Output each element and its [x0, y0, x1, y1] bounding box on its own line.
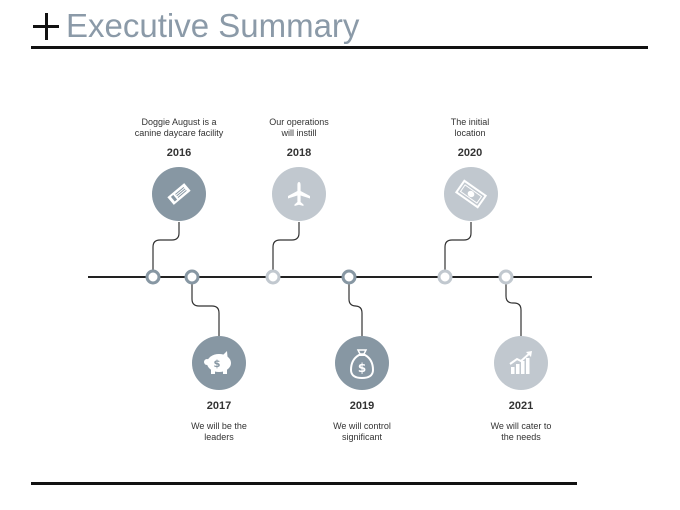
- milestone-circle-2016: [152, 167, 206, 221]
- year-2017: 2017: [206, 400, 232, 412]
- connector-2016: [152, 222, 180, 270]
- node-2020: [437, 269, 453, 285]
- milestone-circle-2020: [444, 167, 498, 221]
- desc-2020: The initial location: [450, 117, 490, 138]
- milestone-circle-2021: [494, 336, 548, 390]
- ticket-icon: [167, 183, 191, 205]
- year-2021: 2021: [508, 400, 534, 412]
- milestone-circle-2018: [272, 167, 326, 221]
- desc-2018: Our operations will instill: [269, 117, 329, 138]
- banknote-icon: [454, 179, 488, 209]
- node-2018: [265, 269, 281, 285]
- node-2017: [184, 269, 200, 285]
- desc-2021: We will cater to the needs: [490, 421, 552, 442]
- year-2018: 2018: [286, 147, 312, 159]
- node-2019: [341, 269, 357, 285]
- year-2020: 2020: [457, 147, 483, 159]
- connector-2020: [444, 222, 472, 270]
- page-title: Executive Summary: [66, 7, 360, 44]
- node-2021: [498, 269, 514, 285]
- desc-2019: We will control significant: [333, 421, 391, 442]
- growth-chart-icon: [509, 351, 532, 374]
- connector-2019: [348, 284, 363, 336]
- top-divider: [31, 46, 648, 49]
- connector-2021: [505, 284, 522, 336]
- connector-2018: [272, 222, 300, 270]
- milestone-circle-2017: $: [192, 336, 246, 390]
- year-2016: 2016: [166, 147, 192, 159]
- milestone-circle-2019: $: [335, 336, 389, 390]
- airplane-icon: [288, 182, 310, 206]
- node-2016: [145, 269, 161, 285]
- year-2019: 2019: [349, 400, 375, 412]
- svg-text:$: $: [358, 361, 366, 375]
- piggy-bank-icon: $: [204, 351, 231, 374]
- connector-2017: [191, 284, 220, 336]
- desc-2017: We will be the leaders: [191, 421, 247, 442]
- svg-text:$: $: [214, 359, 221, 370]
- plus-icon: [33, 8, 61, 42]
- bottom-divider: [31, 482, 577, 485]
- money-bag-icon: $: [349, 349, 375, 380]
- desc-2016: Doggie August is a canine daycare facili…: [134, 117, 224, 138]
